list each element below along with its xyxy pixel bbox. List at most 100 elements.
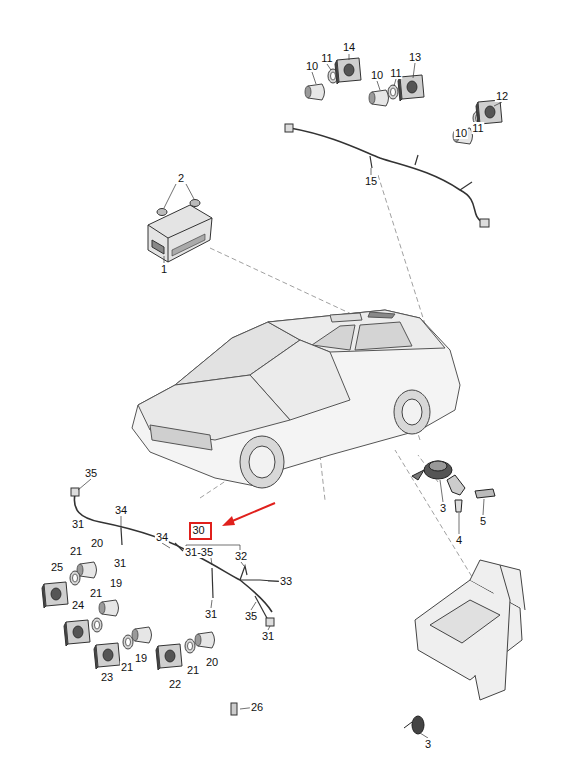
callout-number: 20 [90, 537, 104, 549]
leader-lines [78, 54, 502, 738]
front-sensors [94, 643, 120, 669]
front-sensors [92, 618, 102, 632]
callout-number: 15 [364, 175, 378, 187]
car-body [330, 313, 362, 322]
mounting-bracket [404, 722, 412, 728]
leader-lines [478, 112, 479, 122]
rear-sensors [335, 58, 361, 84]
front-sensors [99, 600, 119, 616]
callout-number: 34 [155, 531, 169, 543]
rear-harness [480, 219, 489, 227]
car-body [132, 310, 460, 486]
front-harness [175, 543, 183, 551]
leader-lines [121, 516, 122, 528]
buzzer [447, 475, 465, 495]
front-harness [71, 488, 79, 496]
control-unit [168, 218, 212, 238]
leader-lines [327, 64, 331, 70]
callout-number: 23 [100, 671, 114, 683]
callout-number: 31-35 [184, 546, 214, 558]
rear-harness [290, 128, 482, 222]
dashed-leaders [395, 450, 480, 590]
mounting-bracket [475, 565, 510, 700]
red-pointer [222, 516, 235, 526]
front-sensors [156, 644, 182, 670]
control-unit [148, 205, 212, 262]
rear-harness [370, 156, 372, 168]
front-harness [121, 528, 122, 545]
front-sensors [123, 635, 133, 649]
leader-lines [394, 79, 396, 86]
dashed-leaders [210, 248, 360, 318]
car-body [150, 425, 212, 450]
callout-number: 4 [455, 534, 463, 546]
control-unit [148, 225, 168, 262]
callout-number: 22 [168, 678, 182, 690]
callout-number: 30 [193, 524, 208, 536]
front-sensors [42, 582, 68, 608]
control-unit [157, 209, 167, 216]
callout-number: 26 [250, 701, 264, 713]
front-harness [212, 568, 213, 598]
dashed-leaders [320, 455, 325, 500]
callout-number: 11 [389, 67, 402, 79]
callout-number: 31 [113, 557, 127, 569]
rear-harness [415, 155, 418, 165]
car-wheels [249, 446, 275, 478]
leader-lines [164, 256, 165, 263]
leader-lines [349, 54, 350, 60]
mounting-bracket [412, 716, 424, 734]
car-body [368, 312, 395, 318]
callout-number: 20 [205, 656, 219, 668]
rear-harness [460, 182, 472, 190]
leader-lines [211, 600, 212, 608]
leader-lines [211, 558, 212, 565]
leader-lines [78, 479, 91, 490]
leader-lines [440, 480, 443, 502]
leader-lines [251, 602, 256, 610]
front-sensors [42, 562, 237, 715]
control-unit [152, 240, 164, 254]
callout-number: 19 [134, 652, 148, 664]
rear-sensors [453, 128, 473, 144]
car-wheels [240, 390, 430, 488]
mounting-bracket [404, 560, 525, 734]
callout-number: 25 [50, 561, 64, 573]
leader-lines [494, 102, 502, 106]
leader-lines [459, 513, 460, 534]
control-unit [190, 200, 200, 207]
callout-number: 14 [342, 41, 356, 53]
rear-sensors [305, 84, 325, 100]
callout-number: 24 [71, 599, 85, 611]
callout-number: 11 [320, 52, 333, 64]
buzzer [429, 461, 447, 471]
front-sensors [132, 627, 152, 643]
front-sensors [195, 632, 215, 648]
callout-number: 31 [261, 630, 275, 642]
leader-lines [377, 81, 380, 90]
car-body [132, 310, 460, 486]
callout-number: 21 [89, 587, 103, 599]
rear-sensors [369, 90, 389, 106]
callout-number: 35 [244, 610, 258, 622]
callout-number: 33 [279, 575, 293, 587]
front-harness [266, 618, 274, 626]
car-body [312, 325, 355, 350]
car-wheels [240, 436, 284, 488]
front-sensors [185, 639, 195, 653]
car-body [355, 322, 412, 350]
callout-number: 21 [69, 545, 83, 557]
callout-number: 5 [479, 515, 487, 527]
callout-number: 10 [454, 127, 468, 139]
leader-lines [371, 168, 372, 175]
rear-sensors [388, 85, 398, 99]
callout-number: 34 [114, 504, 128, 516]
callout-number: 1 [160, 263, 168, 275]
callout-number: 3 [439, 502, 447, 514]
rear-harness [285, 124, 293, 132]
callout-number: 12 [495, 90, 509, 102]
red-pointer [230, 503, 275, 522]
callout-number: 32 [234, 550, 248, 562]
front-harness [71, 488, 285, 626]
